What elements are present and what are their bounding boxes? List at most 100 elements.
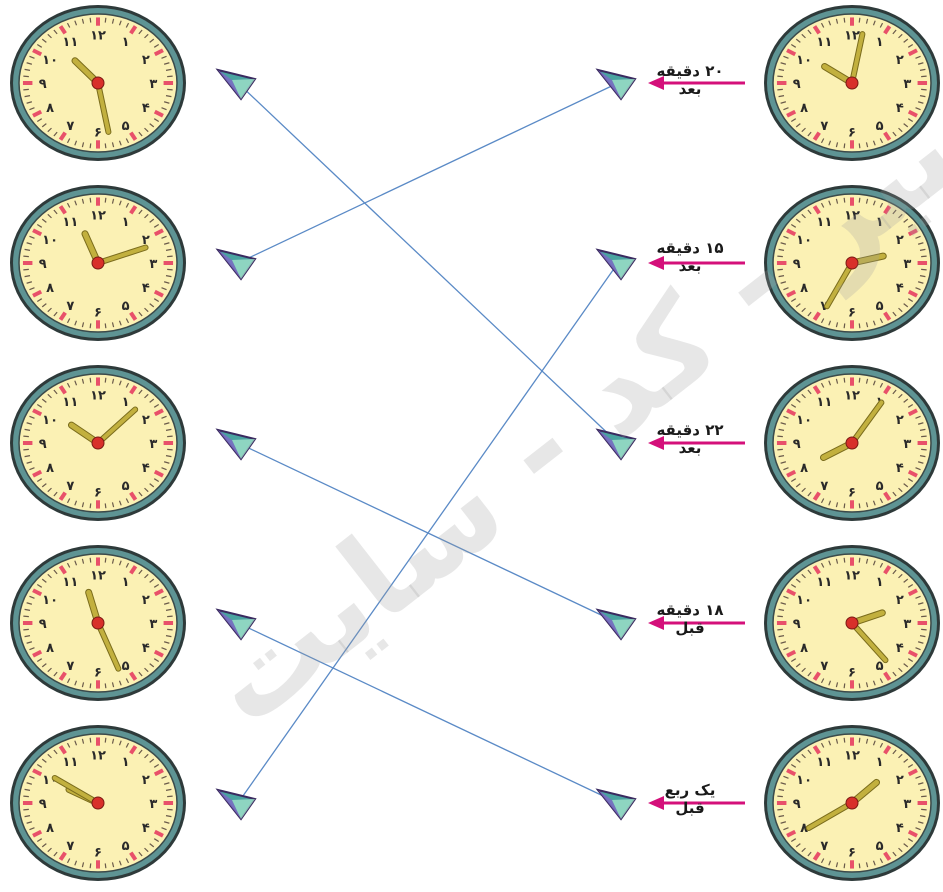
hour-tick	[812, 131, 821, 141]
minute-tick	[919, 635, 926, 638]
left-pointer-5	[215, 788, 257, 821]
minute-tick	[777, 628, 783, 631]
minute-tick	[783, 55, 789, 59]
clock-numeral: ۲	[896, 233, 904, 248]
minute-tick	[783, 647, 789, 651]
clock-numeral: ۷	[820, 659, 828, 674]
minute-tick	[898, 667, 903, 673]
minute-tick	[163, 242, 170, 245]
hour-tick	[58, 205, 67, 215]
minute-tick	[843, 557, 846, 563]
minute-tick	[153, 223, 160, 228]
hour-tick	[907, 289, 918, 298]
minute-tick	[138, 491, 143, 497]
minute-tick	[36, 223, 43, 228]
minute-tick	[807, 749, 812, 755]
minute-tick	[26, 821, 33, 824]
connector-line-5	[237, 262, 619, 804]
minute-tick	[777, 255, 783, 258]
minute-tick	[919, 788, 926, 791]
right-pointer-2	[595, 248, 637, 281]
minute-tick	[89, 143, 92, 149]
hour-tick	[153, 469, 164, 478]
minute-tick	[66, 562, 71, 568]
minute-tick	[104, 377, 107, 383]
left-clock-4-center-pin	[91, 616, 105, 630]
minute-tick	[865, 738, 869, 744]
clock-numeral: ۱۱	[62, 215, 78, 230]
minute-tick	[41, 578, 47, 583]
minute-tick	[36, 118, 43, 123]
clock-numeral: ۱۰	[796, 413, 812, 428]
minute-tick	[125, 678, 130, 684]
right-pointer-1	[595, 68, 637, 101]
minute-tick	[104, 323, 107, 329]
right-label-1-line1: ۲۰ دقیقه	[656, 62, 724, 80]
minute-tick	[163, 281, 170, 284]
clock-numeral: ۳	[903, 797, 911, 812]
hour-tick	[786, 768, 797, 777]
minute-tick	[921, 75, 927, 78]
clock-numeral: ۶	[848, 125, 856, 140]
hour-tick	[812, 205, 821, 215]
minute-tick	[118, 680, 122, 686]
clock-numeral: ۷	[820, 479, 828, 494]
minute-tick	[53, 29, 58, 35]
right-pointer-2-highlight	[612, 259, 635, 279]
minute-tick	[153, 583, 160, 588]
minute-tick	[165, 608, 172, 611]
clock-numeral: ۱۱	[62, 35, 78, 50]
minute-tick	[36, 763, 43, 768]
minute-tick	[167, 88, 173, 91]
minute-tick	[858, 377, 861, 383]
minute-tick	[89, 197, 92, 203]
hour-tick	[883, 25, 892, 35]
right-label-2-line1: ۱۵ دقیقه	[656, 239, 724, 257]
hour-tick	[907, 649, 918, 658]
minute-tick	[921, 795, 927, 798]
left-pointer-5-highlight	[232, 799, 255, 819]
minute-tick	[165, 68, 172, 71]
minute-tick	[36, 43, 43, 48]
minute-tick	[111, 378, 115, 384]
minute-tick	[23, 615, 29, 618]
minute-tick	[138, 311, 143, 317]
clock-numeral: ۴	[896, 641, 904, 656]
hour-tick	[153, 408, 164, 417]
minute-tick	[163, 602, 170, 605]
hour-tick	[812, 671, 821, 681]
minute-tick	[879, 382, 884, 388]
minute-tick	[872, 140, 876, 146]
minute-tick	[36, 478, 43, 483]
minute-tick	[801, 127, 806, 133]
clock-numeral: ۵	[876, 659, 884, 674]
minute-tick	[919, 95, 926, 98]
minute-tick	[74, 200, 78, 206]
clock-numeral: ۷	[66, 839, 74, 854]
minute-tick	[843, 17, 846, 23]
clock-numeral: ۶	[848, 485, 856, 500]
minute-tick	[820, 742, 825, 748]
minute-tick	[865, 322, 869, 328]
minute-tick	[865, 862, 869, 868]
hour-tick	[58, 131, 67, 141]
minute-tick	[835, 322, 839, 328]
minute-tick	[843, 197, 846, 203]
minute-tick	[807, 311, 812, 317]
minute-tick	[125, 382, 130, 388]
clock-numeral: ۵	[876, 299, 884, 314]
minute-tick	[24, 788, 31, 791]
clock-numeral: ۱	[122, 575, 130, 590]
minute-tick	[790, 298, 797, 303]
minute-tick	[865, 558, 869, 564]
clock-numeral: ۹	[793, 617, 801, 632]
minute-tick	[144, 393, 149, 399]
minute-tick	[167, 795, 173, 798]
clock-numeral: ۱۱	[62, 575, 78, 590]
minute-tick	[153, 298, 160, 303]
hour-tick	[129, 205, 138, 215]
clock-numeral: ۸	[46, 281, 54, 296]
minute-tick	[835, 502, 839, 508]
clock-numeral: ۲	[896, 773, 904, 788]
